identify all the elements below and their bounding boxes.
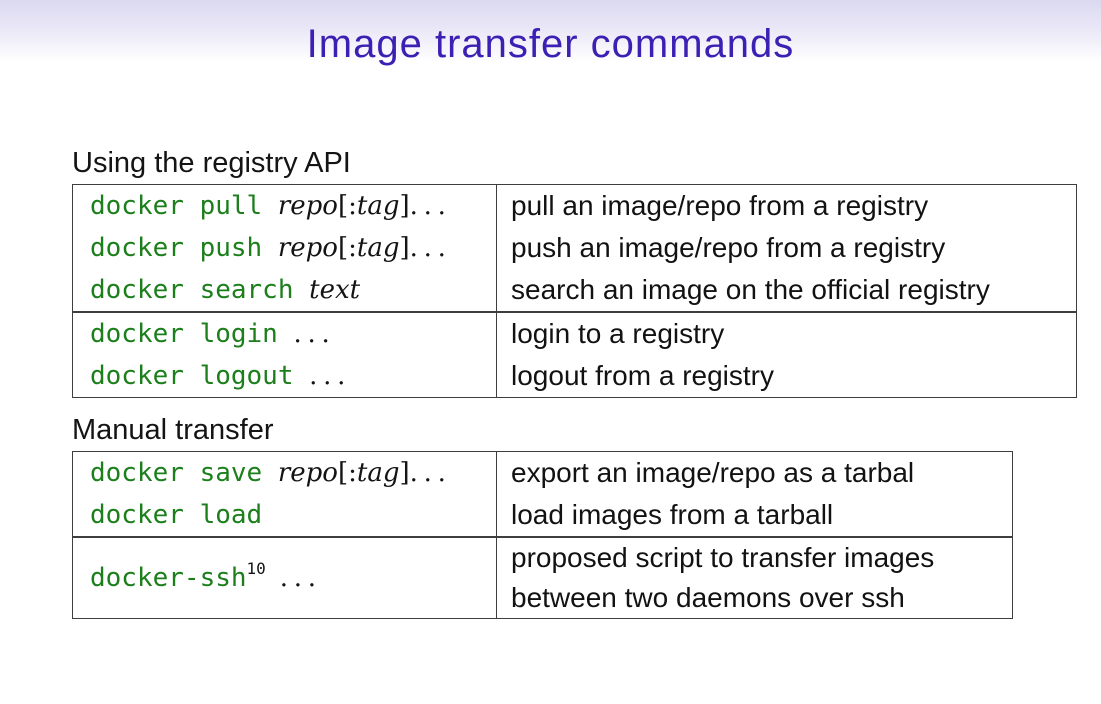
command-cell: docker save repo[:tag]...	[73, 452, 497, 494]
description-cell: load images from a tarball	[497, 494, 1012, 536]
section-manual-transfer: Manual transfer docker save repo[:tag]..…	[72, 413, 1013, 619]
command-text: docker load	[90, 500, 263, 530]
description-line: load images from a tarball	[511, 499, 834, 530]
table-row-group: docker save repo[:tag]... export an image…	[73, 452, 1012, 536]
table-row-group: docker pull repo[:tag]...pull an image/r…	[73, 185, 1076, 311]
description-line: push an image/repo from a registry	[511, 232, 946, 263]
section-registry-api: Using the registry API docker pull repo[…	[72, 146, 1077, 398]
command-text: docker save	[90, 458, 278, 488]
ellipsis-text: ...	[409, 191, 452, 221]
description-cell: pull an image/repo from a registry	[497, 185, 1076, 227]
argument-text: text	[309, 275, 361, 305]
argument-text: repo	[277, 233, 338, 263]
command-cell: docker login ...	[73, 313, 497, 355]
ellipsis-text: ...	[265, 563, 322, 593]
description-line: proposed script to transfer images	[511, 542, 935, 573]
registry-api-table: docker pull repo[:tag]...pull an image/r…	[72, 184, 1077, 398]
table-row: docker load load images from a tarball	[73, 494, 1012, 536]
argument-text: tag	[356, 233, 400, 263]
command-cell: docker push repo[:tag]...	[73, 227, 497, 269]
table-row: docker search text search an image on the…	[73, 269, 1076, 311]
slide-header-gradient	[0, 0, 1101, 62]
ellipsis-text: ...	[409, 233, 452, 263]
argument-text: repo	[277, 458, 338, 488]
bracket-text: ]	[399, 233, 410, 263]
description-line: login to a registry	[511, 318, 725, 349]
bracket-text: [:	[337, 191, 357, 221]
description-cell: push an image/repo from a registry	[497, 227, 1076, 269]
bracket-text: ]	[399, 191, 410, 221]
description-line: logout from a registry	[511, 360, 774, 391]
command-text: docker pull	[90, 191, 278, 221]
argument-text: repo	[277, 191, 338, 221]
ellipsis-text: ...	[309, 361, 352, 391]
ellipsis-text: ...	[409, 458, 452, 488]
table-row: docker push repo[:tag]... push an image/r…	[73, 227, 1076, 269]
description-line: export an image/repo as a tarbal	[511, 457, 915, 488]
description-line: between two daemons over ssh	[511, 582, 905, 613]
command-text: docker-ssh	[90, 563, 247, 593]
table-row: docker login ... login to a registry	[73, 313, 1076, 355]
section-heading-registry-api: Using the registry API	[72, 147, 351, 179]
table-row: docker pull repo[:tag]... pull an image/r…	[73, 185, 1076, 227]
description-cell: export an image/repo as a tarbal	[497, 452, 1012, 494]
command-text: docker logout	[90, 361, 310, 391]
manual-transfer-table: docker save repo[:tag]... export an image…	[72, 451, 1013, 619]
description-cell: logout from a registry	[497, 355, 1076, 397]
footnote-superscript: 10	[246, 558, 266, 578]
description-line: pull an image/repo from a registry	[511, 190, 929, 221]
section-heading-manual-transfer: Manual transfer	[72, 414, 274, 446]
command-text: docker push	[90, 233, 278, 263]
argument-text: tag	[356, 458, 400, 488]
bracket-text: ]	[399, 458, 410, 488]
command-cell: docker search text	[73, 269, 497, 311]
bracket-text: [:	[337, 458, 357, 488]
table-row: docker save repo[:tag]... export an image…	[73, 452, 1012, 494]
command-text: docker search	[90, 275, 310, 305]
command-text: docker login	[90, 319, 294, 349]
command-cell: docker pull repo[:tag]...	[73, 185, 497, 227]
command-cell: docker load	[73, 494, 497, 536]
argument-text: tag	[356, 191, 400, 221]
description-cell: proposed script to transfer images betwee…	[497, 538, 1012, 618]
description-line: search an image on the official registry	[511, 274, 990, 305]
table-row: docker logout ... logout from a registry	[73, 355, 1076, 397]
slide-title: Image transfer commands	[306, 22, 795, 66]
ellipsis-text: ...	[293, 319, 336, 349]
bracket-text: [:	[337, 233, 357, 263]
description-cell: search an image on the official registry	[497, 269, 1076, 311]
command-cell: docker logout ...	[73, 355, 497, 397]
description-cell: login to a registry	[497, 313, 1076, 355]
